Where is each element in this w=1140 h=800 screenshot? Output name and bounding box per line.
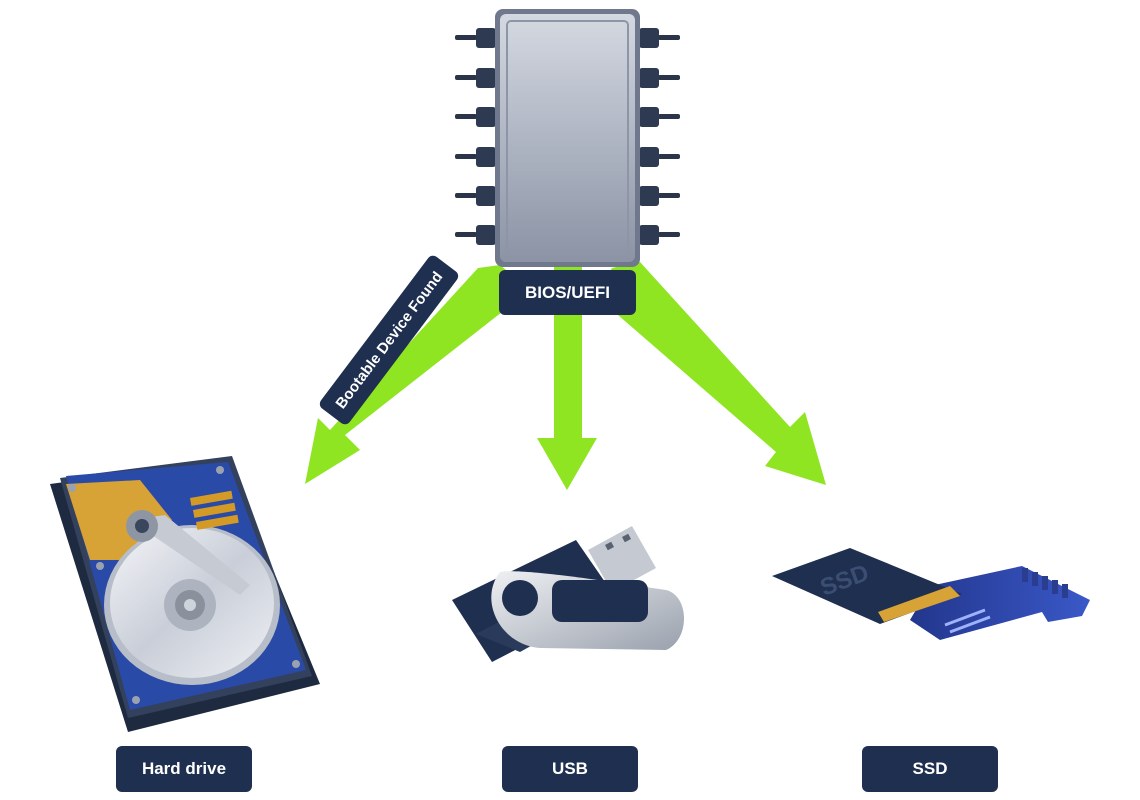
arrow-to-hard-drive	[305, 265, 530, 484]
arrow-to-ssd	[596, 262, 826, 485]
chip-icon	[455, 9, 680, 267]
usb-stick-icon	[452, 526, 684, 662]
ssd-card-icon: SSD	[772, 548, 1090, 640]
hard-drive-label: Hard drive	[116, 746, 252, 792]
ssd-label: SSD	[862, 746, 998, 792]
arrow-to-usb	[537, 260, 597, 490]
hard-drive-icon	[50, 456, 320, 732]
usb-label: USB	[502, 746, 638, 792]
bios-uefi-label: BIOS/UEFI	[499, 270, 636, 315]
